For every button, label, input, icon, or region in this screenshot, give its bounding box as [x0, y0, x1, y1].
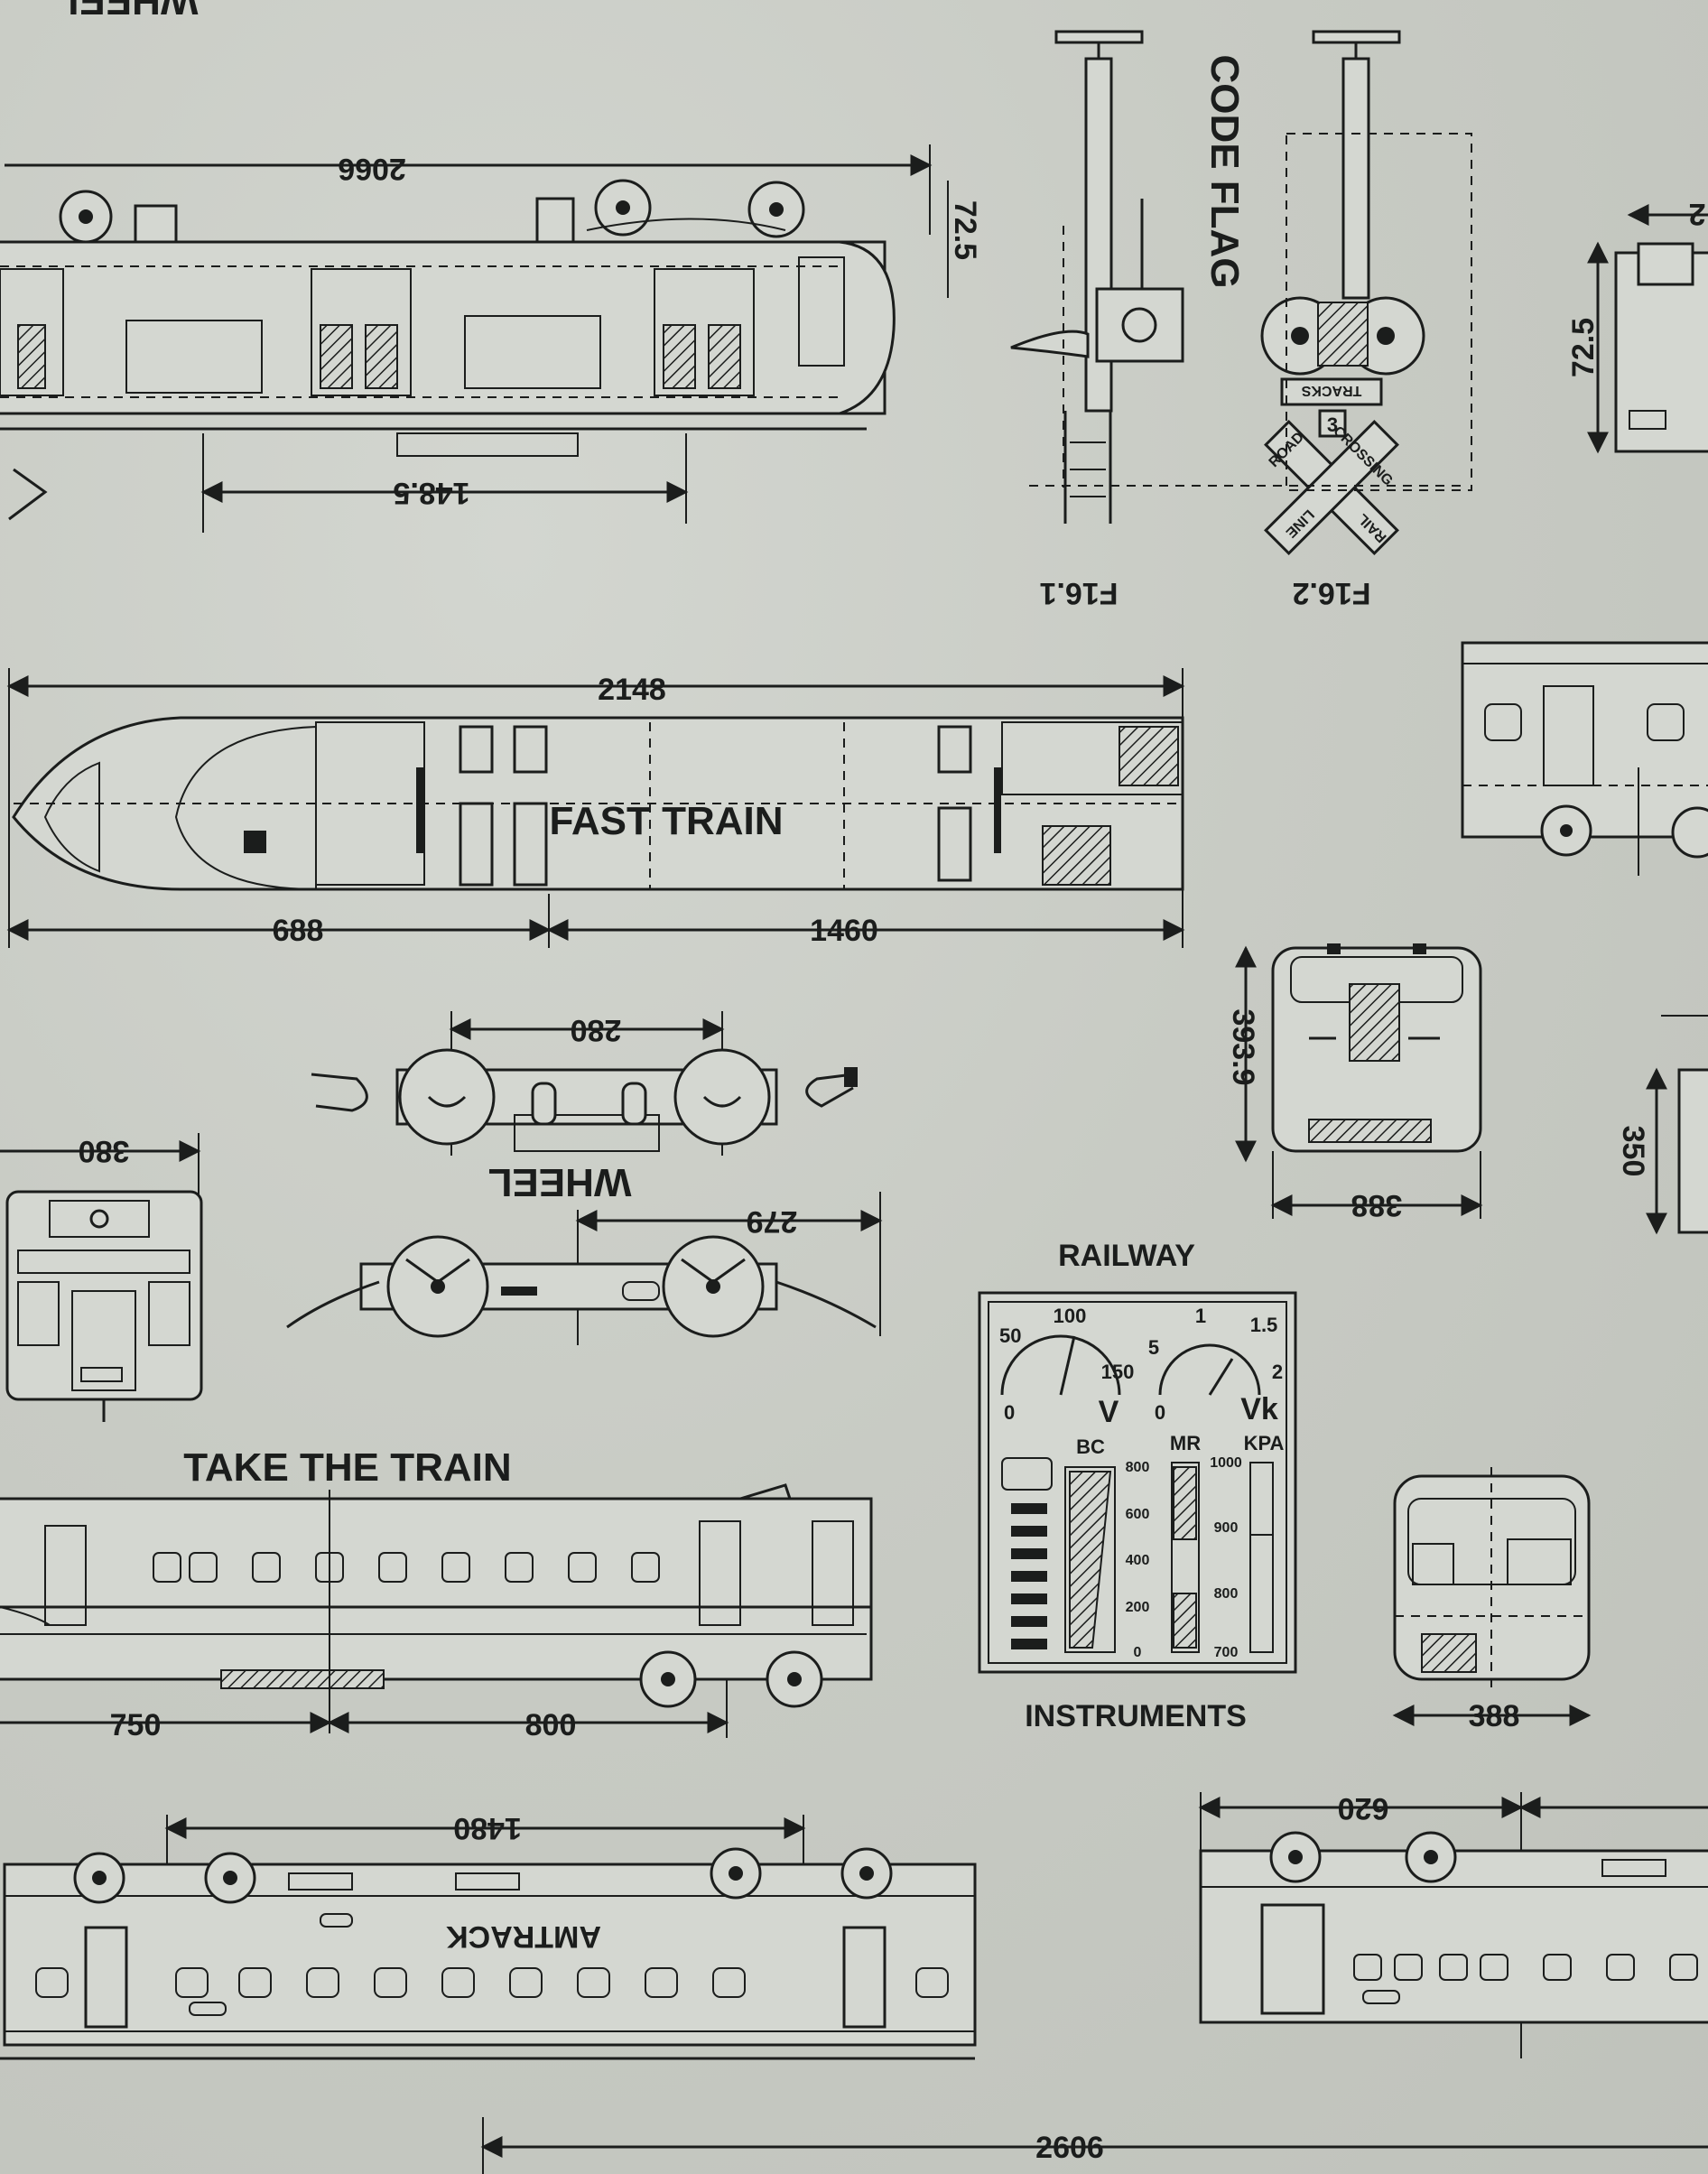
gauge-vk-1: 1 [1195, 1305, 1206, 1327]
dim-620: 620 [1338, 1791, 1389, 1826]
dim-280: 280 [571, 1013, 622, 1047]
gauge-vk-5: 5 [1148, 1336, 1159, 1359]
train-front-left [0, 1133, 203, 1422]
mr-900: 900 [1214, 1520, 1239, 1536]
train-front-right [1235, 943, 1483, 1219]
label-take-the-train: TAKE THE TRAIN [183, 1445, 511, 1490]
dim-688: 688 [273, 914, 324, 948]
label-wheel: WHEEL [488, 1160, 632, 1204]
dim-750: 750 [110, 1708, 162, 1742]
train-front-lower [1392, 1467, 1592, 1726]
dim-388-right: 388 [1351, 1188, 1403, 1222]
amtrack-train-side [0, 1815, 977, 2060]
mr-1000: 1000 [1210, 1455, 1242, 1471]
gauge-v-100: 100 [1054, 1305, 1087, 1327]
label-amtrack: AMTRACK [446, 1919, 601, 1954]
label-tracks: TRACKS [1301, 383, 1361, 398]
fast-train-plan [6, 668, 1185, 948]
dim-148-5: 148.5 [393, 476, 469, 510]
train-far-right-partial [1646, 1015, 1708, 1235]
dim-279: 279 [747, 1204, 798, 1239]
dim-2606: 2606 [1035, 2131, 1104, 2165]
dim-1480: 1480 [453, 1811, 522, 1845]
gauge-kpa: KPA [1244, 1432, 1285, 1454]
gauge-vk-0: 0 [1155, 1401, 1165, 1424]
gauge-vk-1-5: 1.5 [1250, 1314, 1278, 1336]
bottom-dimension [480, 2117, 1708, 2174]
label-f16-1: F16.1 [1040, 576, 1119, 610]
dim-2148: 2148 [598, 673, 666, 707]
dim-1460: 1460 [810, 914, 878, 948]
gauge-vk-unit: Vk [1240, 1392, 1278, 1426]
dim-800: 800 [525, 1708, 577, 1742]
mr-700: 700 [1214, 1645, 1239, 1660]
gauge-v-150: 150 [1101, 1361, 1135, 1383]
gauge-v-50: 50 [999, 1324, 1021, 1347]
scale-600: 600 [1126, 1507, 1150, 1522]
seat-row-left [459, 725, 548, 887]
dim-72-5-top: 72.5 [948, 200, 982, 260]
gauge-v-unit: V [1099, 1395, 1119, 1429]
gauge-mr: MR [1170, 1432, 1201, 1454]
dim-393-9: 393.9 [1226, 1008, 1260, 1085]
dim-2-top: 2 [1689, 197, 1706, 231]
dim-72-5-right: 72.5 [1566, 318, 1601, 377]
wheel-bogie-lower [286, 1192, 883, 1345]
dim-2066: 2066 [338, 152, 406, 186]
label-fast-train: FAST TRAIN [549, 799, 783, 843]
label-instruments: INSTRUMENTS [1025, 1699, 1247, 1733]
gauge-bc: BC [1076, 1435, 1105, 1458]
scale-400: 400 [1126, 1553, 1150, 1568]
scale-800: 800 [1126, 1460, 1150, 1475]
dim-350: 350 [1616, 1126, 1650, 1177]
scale-0: 0 [1134, 1645, 1142, 1660]
label-railway: RAILWAY [1058, 1239, 1195, 1273]
dim-380: 380 [79, 1134, 130, 1168]
take-the-train-side [0, 1483, 873, 1738]
train-top-right-partial [1587, 204, 1708, 454]
gauge-v-0: 0 [1004, 1401, 1015, 1424]
train-top-upside-down [0, 144, 949, 533]
mr-800: 800 [1214, 1586, 1239, 1602]
instrument-panel [978, 1291, 1297, 1674]
label-wheel-top: WHEEL [55, 0, 199, 23]
label-track-number: 3 [1327, 413, 1338, 436]
train-right-mid-partial [1461, 641, 1708, 876]
train-bottom-right-partial [1198, 1792, 1708, 2058]
label-code-flag: CODE FLAG [1202, 54, 1247, 288]
gauge-vk-2: 2 [1272, 1361, 1283, 1383]
label-f16-2: F16.2 [1293, 576, 1371, 610]
dim-388-lower: 388 [1469, 1699, 1520, 1733]
scale-200: 200 [1126, 1600, 1150, 1615]
code-flag-poles [1010, 30, 1472, 555]
wheel-bogie-upper [311, 1011, 858, 1156]
